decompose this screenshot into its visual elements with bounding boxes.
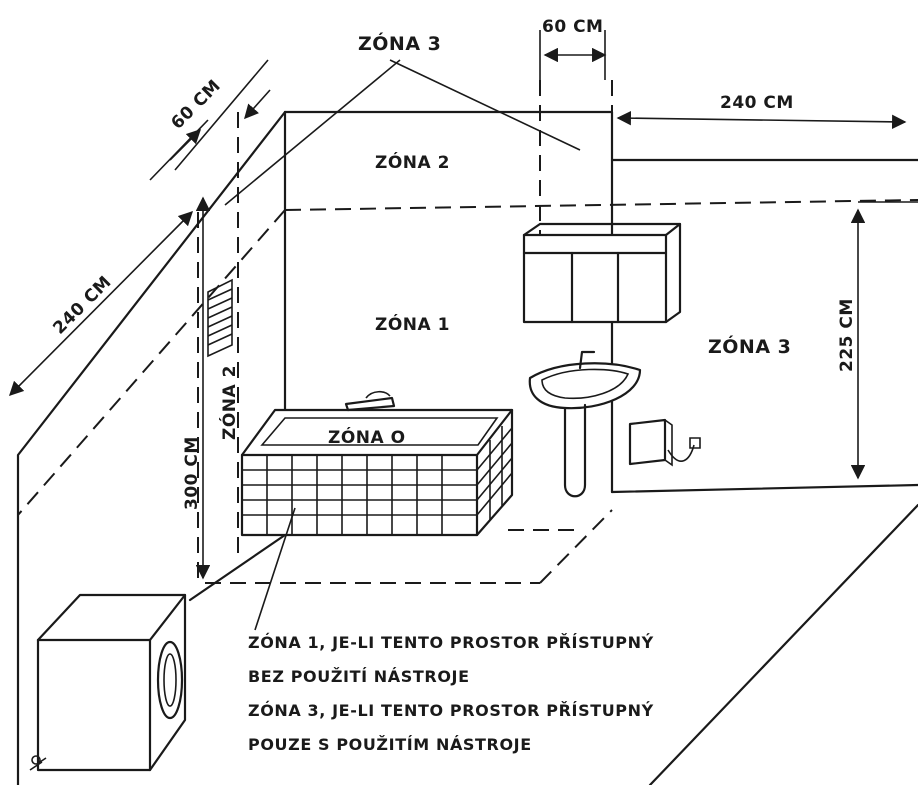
washbasin bbox=[528, 350, 642, 498]
washing-machine bbox=[29, 593, 187, 772]
label-left-60cm: 60 CM bbox=[167, 76, 225, 134]
wall-cabinet bbox=[522, 222, 682, 324]
floor bbox=[648, 503, 918, 785]
label-zone1: ZÓNA 1 bbox=[375, 313, 450, 335]
label-left-240cm: 240 CM bbox=[49, 272, 115, 338]
dimension-lines bbox=[8, 30, 918, 631]
note-line-2: BEZ POUŽITÍ NÁSTROJE bbox=[248, 667, 470, 686]
note-line-4: POUZE S POUŽITÍM NÁSTROJE bbox=[248, 735, 532, 754]
label-zone3-top: ZÓNA 3 bbox=[358, 31, 441, 55]
label-zone2-side: ZÓNA 2 bbox=[218, 365, 240, 440]
vent-grille bbox=[207, 278, 233, 358]
label-zone0: ZÓNA O bbox=[328, 426, 406, 448]
notes: ZÓNA 1, JE-LI TENTO PROSTOR PŘÍSTUPNÝ BE… bbox=[248, 633, 654, 754]
bathtub bbox=[240, 390, 514, 537]
note-line-3: ZÓNA 3, JE-LI TENTO PROSTOR PŘÍSTUPNÝ bbox=[248, 701, 654, 720]
label-top-60cm: 60 CM bbox=[542, 17, 603, 37]
label-225cm: 225 CM bbox=[837, 298, 857, 372]
socket-box bbox=[628, 418, 701, 467]
label-zone3-right: ZÓNA 3 bbox=[708, 334, 791, 358]
note-line-1: ZÓNA 1, JE-LI TENTO PROSTOR PŘÍSTUPNÝ bbox=[248, 633, 654, 652]
label-zone2-back: ZÓNA 2 bbox=[375, 151, 450, 173]
label-right-240cm: 240 CM bbox=[720, 93, 794, 113]
label-300cm: 300 CM bbox=[182, 436, 202, 510]
